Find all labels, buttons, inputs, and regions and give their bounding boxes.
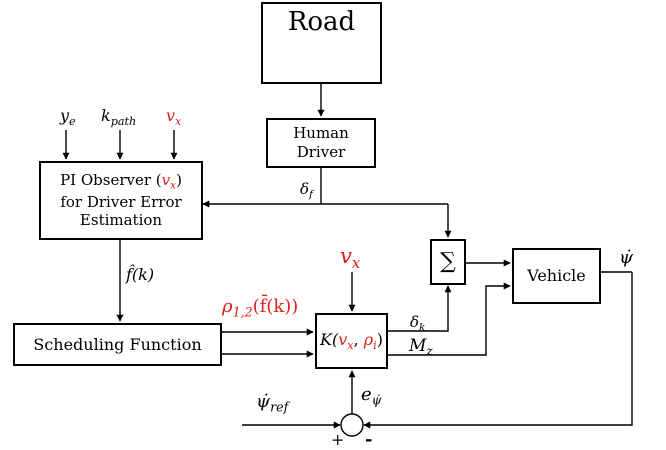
label-delta-k: δk (410, 313, 426, 334)
human-driver-line1: Human (293, 124, 349, 143)
sum-symbol: ∑ (440, 249, 456, 275)
label-delta-f: δf (300, 180, 313, 201)
pi-observer-block: PI Observer (vx) for Driver Error Estima… (39, 161, 203, 240)
label-mz: Mz (409, 336, 433, 359)
controller-label: K(vx, ρi) (320, 329, 383, 352)
vehicle-block: Vehicle (512, 248, 601, 304)
pi-observer-line3: Estimation (79, 211, 163, 230)
pi-observer-line1: PI Observer (vx) (60, 170, 182, 192)
label-minus: - (365, 429, 373, 450)
controller-block: K(vx, ρi) (315, 313, 388, 369)
scheduling-function-block: Scheduling Function (13, 323, 222, 366)
edge-deltak (387, 285, 452, 332)
road-block: Road (261, 2, 382, 84)
label-fhat: f̂(k) (126, 265, 155, 284)
label-vx-observer: vx (166, 106, 182, 128)
label-ye: ye (60, 106, 76, 128)
label-plus: + (331, 430, 345, 449)
label-psidot-ref: ψ̇ref (256, 391, 289, 415)
sum-block: ∑ (430, 239, 466, 285)
vehicle-label: Vehicle (527, 266, 586, 285)
label-psidot: ψ̇ (619, 247, 634, 268)
edge-mz (387, 282, 511, 356)
road-label: Road (287, 7, 356, 37)
human-driver-block: Human Driver (266, 118, 376, 168)
human-driver-line2: Driver (296, 143, 346, 161)
edge-feedback (363, 272, 633, 429)
scheduling-function-label: Scheduling Function (33, 334, 202, 354)
pi-observer-line2: for Driver Error (60, 192, 182, 211)
label-rho: ρ1,2(f̄(k)) (222, 296, 299, 320)
label-kpath: kpath (101, 106, 137, 128)
label-error: eψ̇ (361, 384, 382, 408)
label-vx-controller: vx (340, 244, 361, 273)
